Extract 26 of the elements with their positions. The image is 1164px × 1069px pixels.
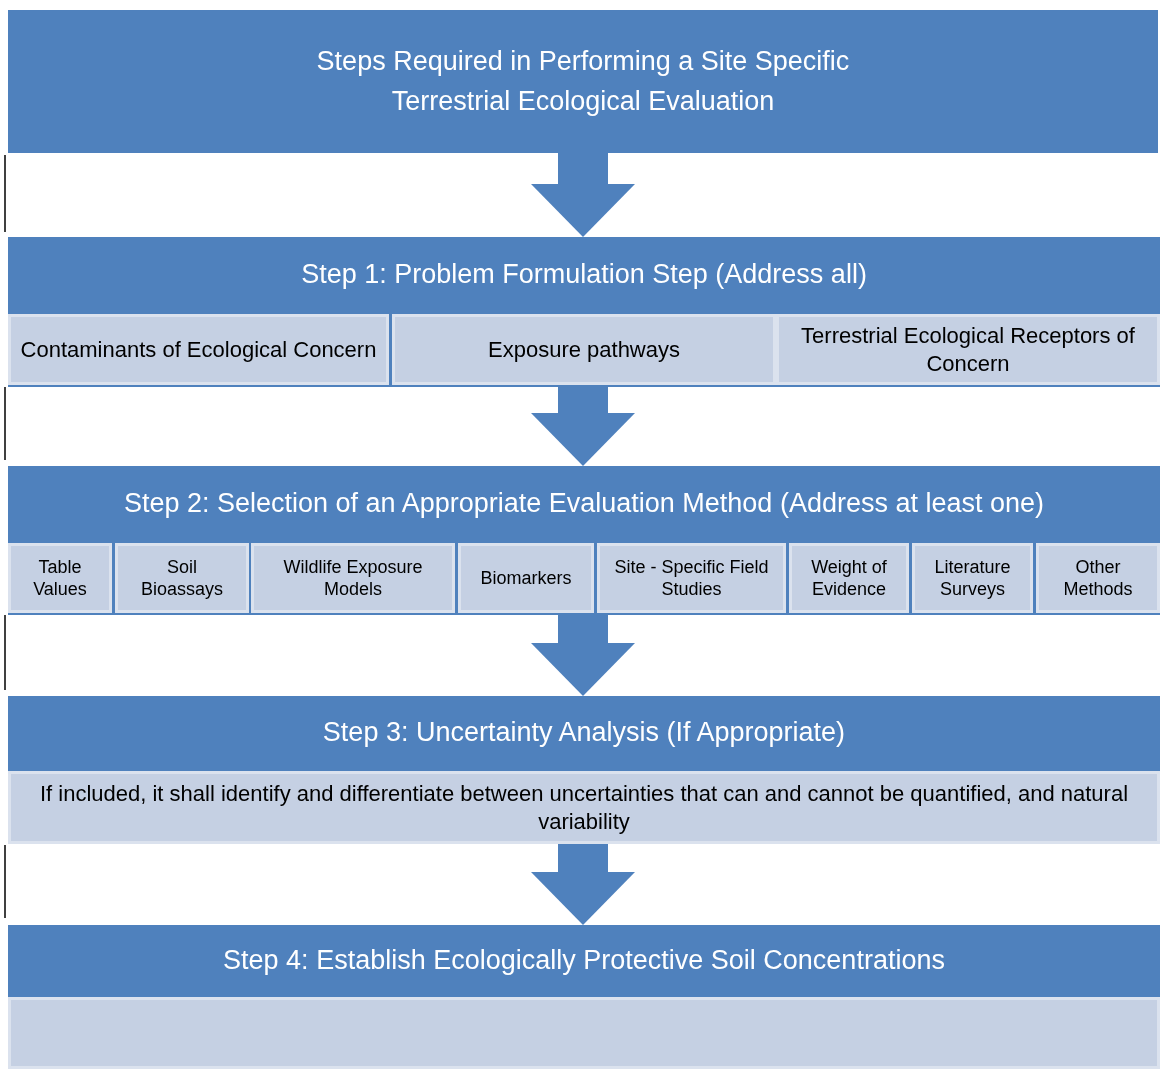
- item-box: Site - Specific Field Studies: [597, 543, 786, 613]
- item-box: Table Values: [8, 543, 112, 613]
- item-box: Soil Bioassays: [115, 543, 249, 613]
- block-arrow: [531, 387, 635, 466]
- item-box: Other Methods: [1036, 543, 1160, 613]
- block-arrow: [531, 844, 635, 925]
- item-box: Terrestrial Ecological Receptors of Concern: [776, 314, 1160, 385]
- step-panel: [8, 925, 1160, 1069]
- step-title: Step 1: Problem Formulation Step (Address all): [301, 257, 867, 291]
- item-box: Weight of Evidence: [789, 543, 909, 613]
- item-box: Contaminants of Ecological Concern: [8, 314, 389, 385]
- step-panel: [8, 696, 1160, 844]
- title-banner: Steps Required in Performing a Site Specific Terrestrial Ecological Evaluation: [8, 10, 1158, 153]
- step-title: Step 4: Establish Ecologically Protective Soil Concentrations: [223, 943, 945, 977]
- step-title: Step 2: Selection of an Appropriate Evaluation Method (Address at least one): [123, 486, 1045, 520]
- step-title: Step 3: Uncertainty Analysis (If Appropriate): [322, 716, 846, 750]
- block-arrow: [531, 615, 635, 696]
- empty-box: [8, 997, 1160, 1069]
- step-panel: [8, 237, 1160, 387]
- step-panel: [8, 466, 1160, 615]
- item-box: Literature Surveys: [912, 543, 1033, 613]
- item-box: Wildlife Exposure Models: [251, 543, 455, 613]
- item-box: Biomarkers: [458, 543, 594, 613]
- item-box: If included, it shall identify and differentiate between uncertainties that can and cannot be quantified, and natural variability: [8, 771, 1160, 844]
- block-arrow: [531, 153, 635, 237]
- item-box: Exposure pathways: [392, 314, 776, 385]
